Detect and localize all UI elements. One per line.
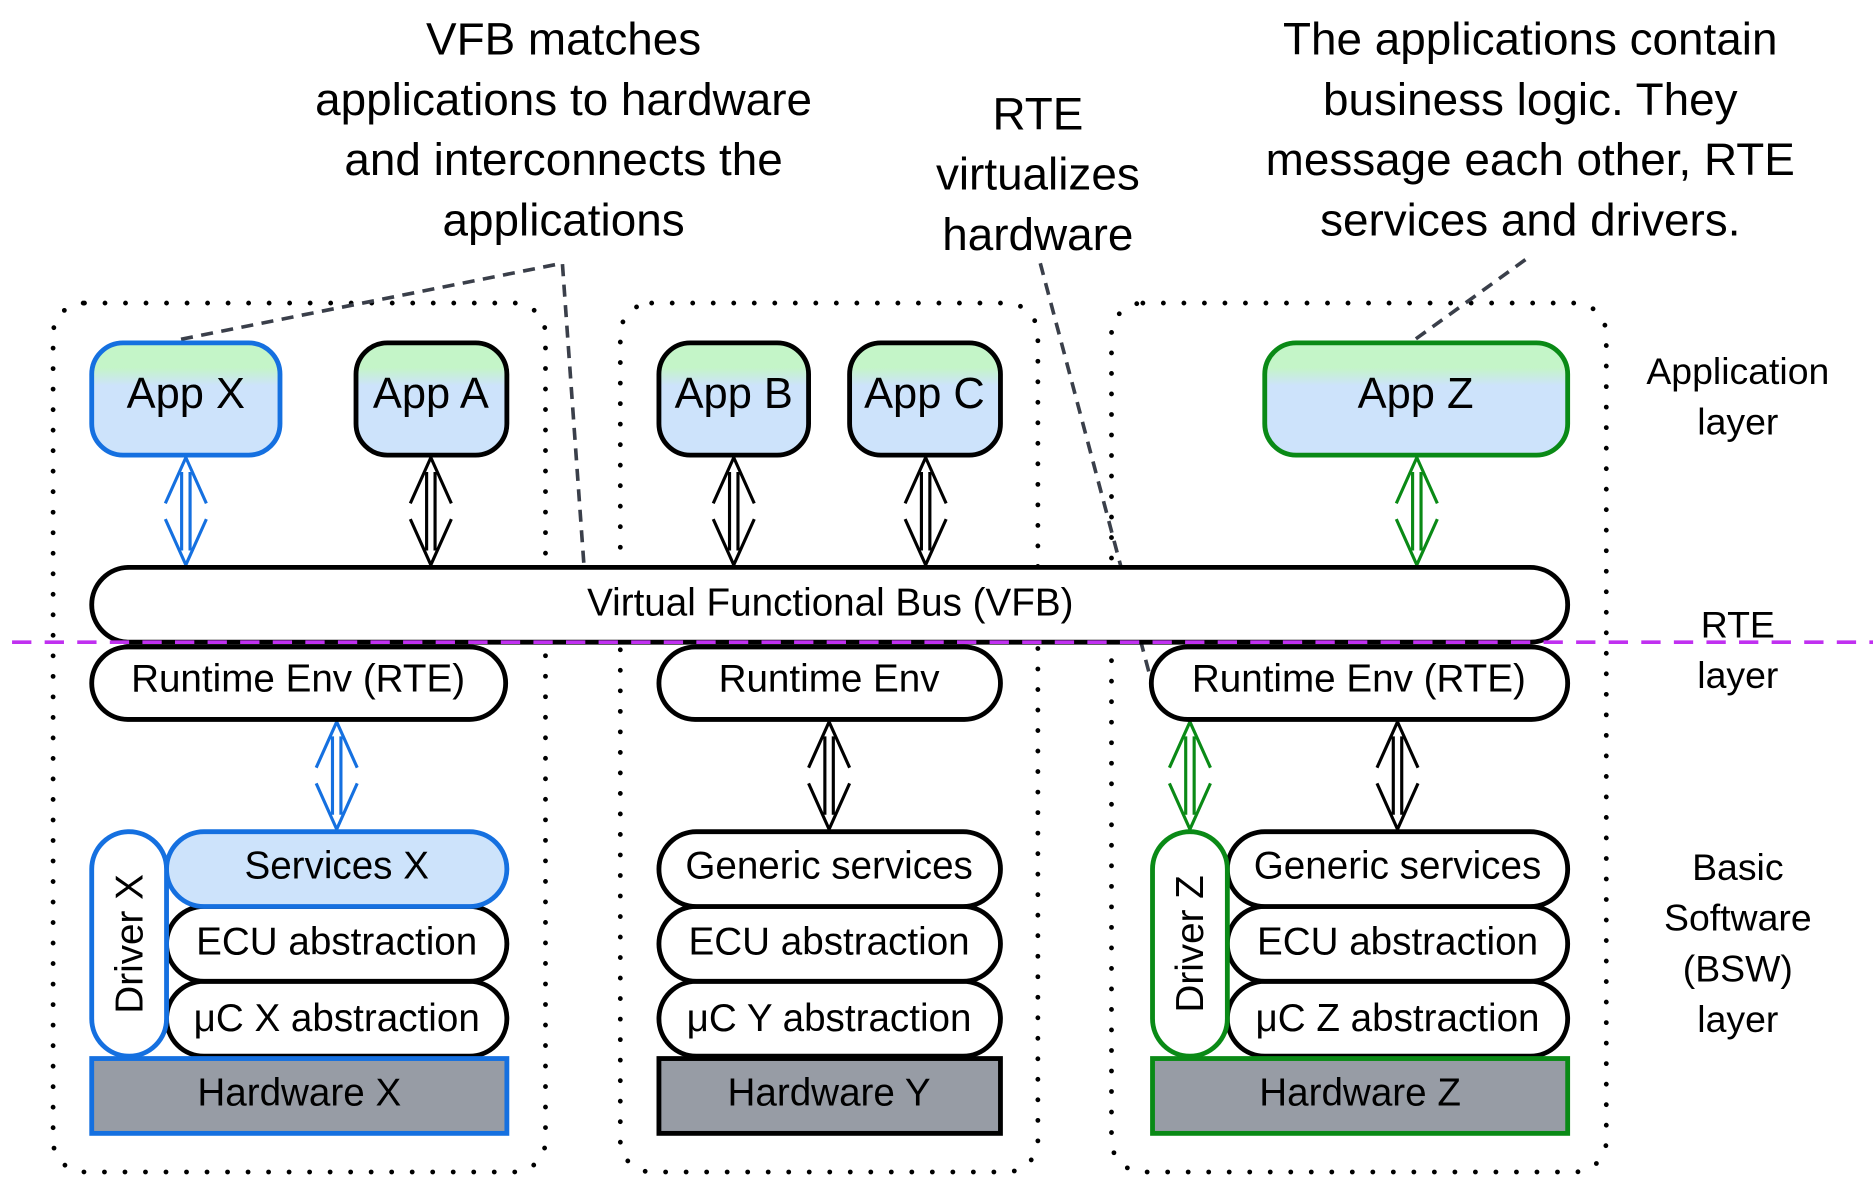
arrow-app-a-vfb: [408, 453, 453, 569]
app-a[interactable]: App A: [353, 340, 510, 458]
services-y-label: Generic services: [685, 845, 973, 888]
virtual-functional-bus[interactable]: Virtual Functional Bus (VFB): [89, 564, 1571, 645]
annotation-vfb: VFB matches applications to hardware and…: [315, 12, 812, 245]
driver-x[interactable]: Driver X: [89, 829, 169, 1059]
driver-x-label: Driver X: [108, 874, 151, 1013]
ecu-z-label: ECU abstraction: [1257, 921, 1538, 964]
hardware-z[interactable]: Hardware Z: [1150, 1056, 1571, 1136]
annotation-line: applications to hardware: [315, 73, 812, 125]
ecu-abstraction-z[interactable]: ECU abstraction: [1224, 904, 1571, 984]
app-c-label: App C: [864, 370, 985, 418]
uc-z-label: μC Z abstraction: [1255, 997, 1539, 1040]
leader-line-apps: [1410, 258, 1527, 344]
uc-x-abstraction[interactable]: μC X abstraction: [164, 978, 510, 1059]
arrow-app-c-vfb: [903, 453, 948, 569]
leader-line-rte: [1038, 262, 1155, 687]
layer-label-line: Software: [1664, 897, 1812, 939]
ecu-container-z: [1109, 300, 1609, 1175]
bsw-stack-z: μC Z abstraction ECU abstraction Generic…: [1150, 829, 1571, 1136]
annotation-rte: RTE virtualizes hardware: [936, 87, 1140, 260]
arrow-app-x-vfb: [163, 453, 208, 569]
leader-line-vfb: [180, 261, 586, 568]
ecu-abstraction-y[interactable]: ECU abstraction: [656, 904, 1003, 984]
annotation-line: VFB matches: [426, 12, 701, 64]
arrow-app-b-vfb: [711, 453, 756, 569]
rte-y-label: Runtime Env: [719, 658, 941, 701]
annotation-line: services and drivers.: [1320, 193, 1740, 245]
services-x-label: Services X: [244, 845, 429, 888]
app-a-label: App A: [373, 370, 489, 418]
annotation-line: message each other, RTE: [1266, 133, 1795, 185]
layer-label-line: layer: [1697, 654, 1778, 696]
layer-label-line: layer: [1697, 998, 1778, 1040]
uc-z-abstraction[interactable]: μC Z abstraction: [1224, 978, 1571, 1059]
uc-x-label: μC X abstraction: [194, 997, 480, 1040]
generic-services-z[interactable]: Generic services: [1224, 829, 1571, 909]
arrow-rte-z-services: [1375, 717, 1420, 834]
driver-z[interactable]: Driver Z: [1150, 829, 1230, 1059]
uc-y-abstraction[interactable]: μC Y abstraction: [656, 978, 1003, 1059]
app-x[interactable]: App X: [89, 340, 283, 458]
annotation-line: RTE: [992, 87, 1083, 139]
layer-label-line: Application: [1646, 350, 1829, 392]
app-z-label: App Z: [1358, 370, 1474, 418]
arrow-app-z-vfb: [1394, 453, 1439, 569]
ecu-container-x: [50, 300, 548, 1175]
rte-x[interactable]: Runtime Env (RTE): [89, 644, 509, 722]
layer-label-line: Basic: [1692, 846, 1783, 888]
hardware-z-label: Hardware Z: [1259, 1072, 1461, 1115]
annotation-apps: The applications contain business logic.…: [1266, 12, 1795, 245]
connection-arrows: [163, 453, 1439, 834]
layer-label-line: (BSW): [1683, 947, 1793, 989]
driver-z-label: Driver Z: [1169, 875, 1212, 1012]
layer-label-line: RTE: [1701, 603, 1775, 645]
annotation-line: and interconnects the: [344, 133, 782, 185]
hardware-x-label: Hardware X: [197, 1072, 401, 1115]
hardware-x[interactable]: Hardware X: [89, 1056, 510, 1136]
annotation-line: applications: [443, 193, 685, 245]
services-x[interactable]: Services X: [164, 829, 510, 909]
app-x-label: App X: [127, 370, 245, 418]
services-z-label: Generic services: [1254, 845, 1542, 888]
ecu-x-label: ECU abstraction: [196, 921, 477, 964]
layer-label-line: layer: [1697, 401, 1778, 443]
bsw-stack-x: μC X abstraction ECU abstraction Service…: [89, 829, 510, 1136]
annotation-line: virtualizes: [936, 148, 1140, 200]
arrow-rte-y-services: [807, 717, 852, 834]
generic-services-y[interactable]: Generic services: [656, 829, 1003, 909]
hardware-y-label: Hardware Y: [728, 1072, 931, 1115]
arrow-rte-z-driver: [1167, 717, 1212, 834]
ecu-abstraction-x[interactable]: ECU abstraction: [164, 904, 510, 984]
layer-label-bsw: Basic Software (BSW) layer: [1664, 846, 1812, 1040]
app-c[interactable]: App C: [847, 340, 1003, 458]
app-b[interactable]: App B: [656, 340, 811, 458]
rte-z-label: Runtime Env (RTE): [1192, 658, 1526, 701]
hardware-y[interactable]: Hardware Y: [656, 1056, 1003, 1136]
layer-label-application: Application layer: [1646, 350, 1829, 443]
rte-y[interactable]: Runtime Env: [656, 644, 1003, 722]
ecu-container-y: [617, 300, 1041, 1175]
annotation-line: The applications contain: [1283, 12, 1777, 64]
ecu-y-label: ECU abstraction: [689, 921, 970, 964]
annotation-line: hardware: [942, 208, 1133, 260]
vfb-label: Virtual Functional Bus (VFB): [587, 582, 1073, 625]
rte-z[interactable]: Runtime Env (RTE): [1148, 644, 1571, 722]
rte-x-label: Runtime Env (RTE): [131, 658, 465, 701]
uc-y-label: μC Y abstraction: [687, 997, 972, 1040]
annotation-line: business logic. They: [1323, 73, 1738, 125]
bsw-stack-y: μC Y abstraction ECU abstraction Generic…: [656, 829, 1003, 1136]
app-z[interactable]: App Z: [1262, 340, 1571, 458]
layer-label-rte: RTE layer: [1697, 603, 1778, 696]
app-b-label: App B: [675, 370, 793, 418]
arrow-rte-x-services: [314, 717, 359, 834]
